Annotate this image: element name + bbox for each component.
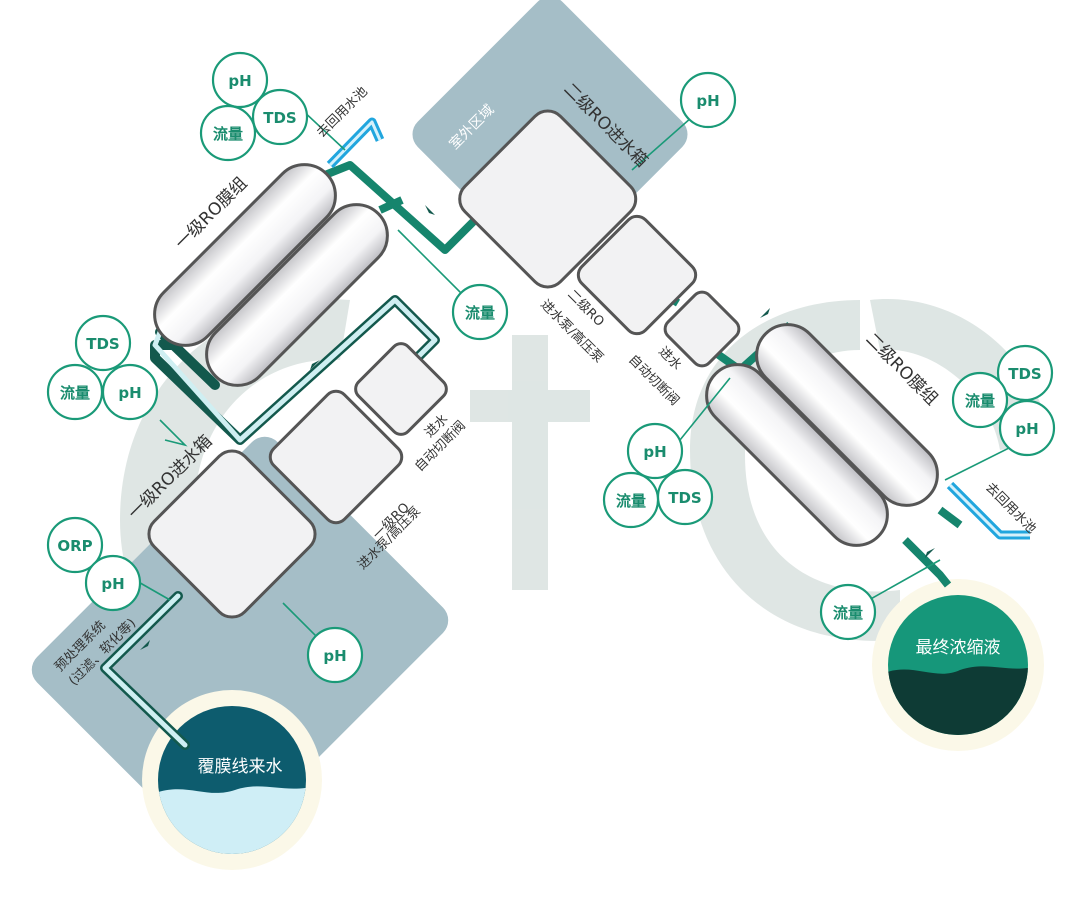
tds-sensor	[656, 468, 714, 526]
ph-sensor-label: pH	[696, 92, 719, 110]
stage1-pump	[268, 389, 404, 525]
flow-sensor	[819, 583, 877, 641]
tds-sensor-label: TDS	[263, 109, 297, 127]
orp-sensor-label: ORP	[57, 537, 92, 555]
sensor-group-8: 流量	[819, 583, 877, 641]
sensor-group-6: pH 流量 TDS	[602, 422, 714, 529]
outdoor-zone-bottom	[31, 436, 449, 854]
sensor-group-2: TDS 流量 pH	[46, 314, 159, 421]
ph-sensor	[626, 422, 684, 480]
ph-sensor-tank-label: pH	[323, 647, 346, 665]
flow-sensor-label: 流量	[616, 492, 646, 510]
final-tank-label: 最终浓缩液	[916, 638, 1001, 658]
tds-sensor	[251, 88, 309, 146]
sensor-group-5: pH	[679, 71, 737, 129]
ph-sensor	[101, 363, 159, 421]
final-tank: 最终浓缩液	[872, 579, 1044, 751]
stage2-tank	[458, 109, 638, 289]
sensor-group-7: TDS 流量 pH	[951, 344, 1056, 457]
source-tank-label: 覆膜线来水	[198, 757, 283, 777]
ph-sensor	[211, 51, 269, 109]
flow-sensor-label: 流量	[60, 384, 90, 402]
flow-sensor	[451, 283, 509, 341]
source-tank: 覆膜线来水	[142, 690, 322, 870]
sensor-group-1: ORP pH pH	[46, 516, 364, 684]
tds-sensor	[74, 314, 132, 372]
tds-sensor-label: TDS	[1008, 365, 1042, 383]
sensor-group-3: pH TDS 流量	[199, 51, 309, 162]
ph-sensor-label: pH	[101, 575, 124, 593]
ph-sensor-label: pH	[643, 443, 666, 461]
stage2-membranes	[705, 323, 939, 547]
flow-sensor	[199, 104, 257, 162]
flow-sensor-label: 流量	[965, 392, 995, 410]
orp-sensor	[46, 516, 104, 574]
ph-sensor-label: pH	[118, 384, 141, 402]
flow-sensor-label: 流量	[213, 125, 243, 143]
pipe-stage1-to-stage2	[323, 161, 493, 254]
pipe-reuse-1	[326, 117, 385, 169]
stage2-valve	[663, 290, 741, 368]
pipe-source-to-stage1	[100, 591, 190, 750]
tds-sensor-label: TDS	[668, 489, 702, 507]
stage1-tank	[147, 449, 317, 619]
ph-sensor	[679, 71, 737, 129]
flow-sensor	[951, 371, 1009, 429]
ph-sensor	[84, 554, 142, 612]
stage2-pump	[576, 214, 698, 336]
sensor-group-4: 流量	[451, 283, 509, 341]
ph-sensor-tank	[306, 626, 364, 684]
flow-arrows	[140, 205, 935, 650]
flow-sensor-label: 流量	[833, 604, 863, 622]
flow-sensor-label: 流量	[465, 304, 495, 322]
ph-sensor-label: pH	[1015, 420, 1038, 438]
stage1-membranes	[153, 163, 389, 387]
tds-sensor-label: TDS	[86, 335, 120, 353]
pipe-reuse-2	[946, 481, 1030, 540]
stage1-valve	[354, 342, 448, 436]
outdoor-zone-bottom-label: 室外区域	[383, 686, 435, 738]
ph-sensor-label: pH	[228, 72, 251, 90]
ph-sensor	[998, 399, 1056, 457]
